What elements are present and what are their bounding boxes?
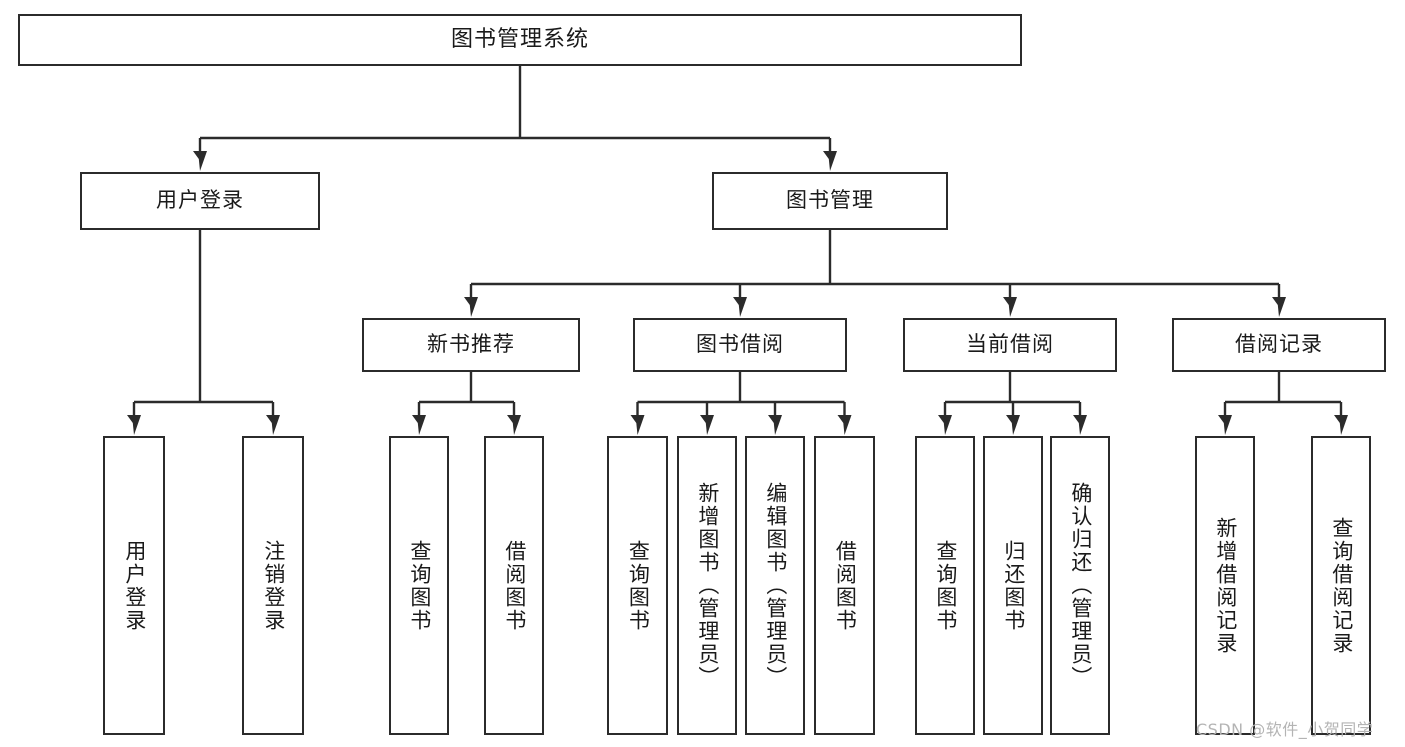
csdn-watermark: CSDN @软件_小贺同学	[1196, 720, 1374, 739]
leaf-query-book-borrow[interactable]: 查询图书	[607, 436, 668, 735]
node-current-borrow[interactable]: 当前借阅	[903, 318, 1117, 372]
leaf-add-book-admin[interactable]: 新增图书（管理员）	[677, 436, 737, 735]
leaf-query-borrow-record[interactable]: 查询借阅记录	[1311, 436, 1371, 735]
leaf-edit-book-admin[interactable]: 编辑图书（管理员）	[745, 436, 805, 735]
leaf-borrow-book[interactable]: 借阅图书	[814, 436, 875, 735]
leaf-logout-login[interactable]: 注销登录	[242, 436, 304, 735]
leaf-user-login[interactable]: 用户登录	[103, 436, 165, 735]
leaf-query-book-recommend[interactable]: 查询图书	[389, 436, 449, 735]
node-borrow-record[interactable]: 借阅记录	[1172, 318, 1386, 372]
leaf-borrow-book-recommend[interactable]: 借阅图书	[484, 436, 544, 735]
leaf-add-borrow-record[interactable]: 新增借阅记录	[1195, 436, 1255, 735]
node-book-borrow[interactable]: 图书借阅	[633, 318, 847, 372]
node-root-library-system[interactable]: 图书管理系统	[18, 14, 1022, 66]
leaf-return-book[interactable]: 归还图书	[983, 436, 1043, 735]
node-new-book-recommend[interactable]: 新书推荐	[362, 318, 580, 372]
leaf-query-book-current[interactable]: 查询图书	[915, 436, 975, 735]
leaf-confirm-return-admin[interactable]: 确认归还（管理员）	[1050, 436, 1110, 735]
node-user-login[interactable]: 用户登录	[80, 172, 320, 230]
node-book-management[interactable]: 图书管理	[712, 172, 948, 230]
